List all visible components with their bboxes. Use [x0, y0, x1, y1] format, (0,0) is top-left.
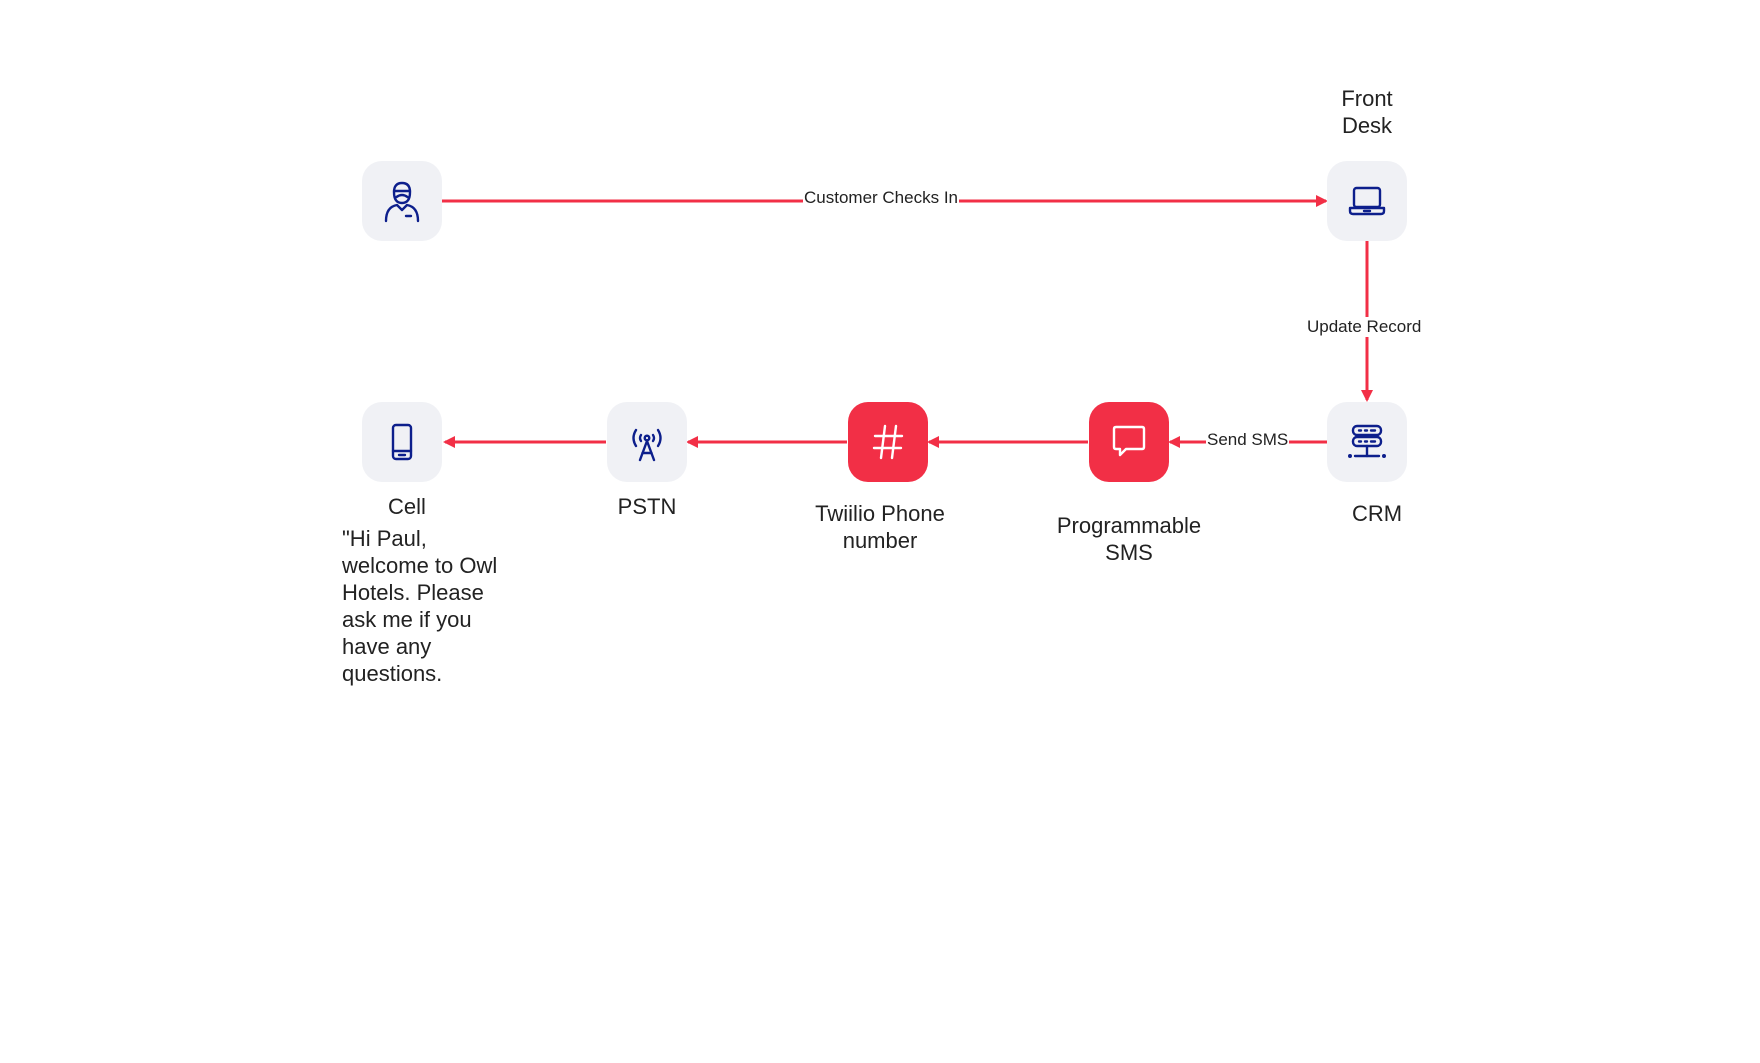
- node-label-pstn: PSTN: [617, 494, 677, 519]
- twilio-number-label-line-1: Twiilio Phone: [815, 501, 945, 526]
- message-line: Hotels. Please: [342, 580, 484, 605]
- message-line: welcome to Owl: [342, 553, 498, 578]
- node-label-crm: CRM: [1351, 501, 1403, 526]
- mobile-phone-icon: [380, 420, 424, 464]
- node-crm[interactable]: [1327, 402, 1407, 482]
- node-label-programmable-sms: Programmable SMS: [1039, 512, 1219, 566]
- message-line: "Hi Paul,: [342, 526, 427, 551]
- server-stack-icon: [1345, 420, 1389, 464]
- node-twilio-number[interactable]: [848, 402, 928, 482]
- laptop-icon: [1345, 179, 1389, 223]
- edge-label-checks-in: Customer Checks In: [803, 188, 959, 208]
- radio-tower-icon: [625, 420, 669, 464]
- front-desk-label-line-1: Front: [1341, 86, 1393, 111]
- chat-bubble-icon: [1107, 420, 1151, 464]
- edge-label-send-sms: Send SMS: [1206, 430, 1290, 450]
- node-pstn[interactable]: [607, 402, 687, 482]
- customer-person-icon: [380, 179, 424, 223]
- edge-label-update-record: Update Record: [1306, 317, 1423, 337]
- message-line: have any: [342, 634, 432, 659]
- sms-message-text: "Hi Paul, welcome to Owl Hotels. Please …: [342, 525, 512, 687]
- node-label-twilio-number: Twiilio Phone number: [790, 500, 970, 554]
- node-front-desk[interactable]: [1327, 161, 1407, 241]
- message-line: questions.: [342, 661, 443, 686]
- node-programmable-sms[interactable]: [1089, 402, 1169, 482]
- programmable-sms-label-line-1: Programmable: [1056, 513, 1202, 538]
- front-desk-label-line-2: Desk: [1341, 113, 1393, 138]
- hash-icon: [866, 420, 910, 464]
- message-line: ask me if you: [342, 607, 472, 632]
- node-label-cell: Cell: [388, 494, 426, 519]
- twilio-number-label-line-2: number: [842, 528, 918, 553]
- node-customer[interactable]: [362, 161, 442, 241]
- node-cell[interactable]: [362, 402, 442, 482]
- node-label-front-desk: Front Desk: [1307, 85, 1427, 139]
- programmable-sms-label-line-2: SMS: [1105, 540, 1153, 565]
